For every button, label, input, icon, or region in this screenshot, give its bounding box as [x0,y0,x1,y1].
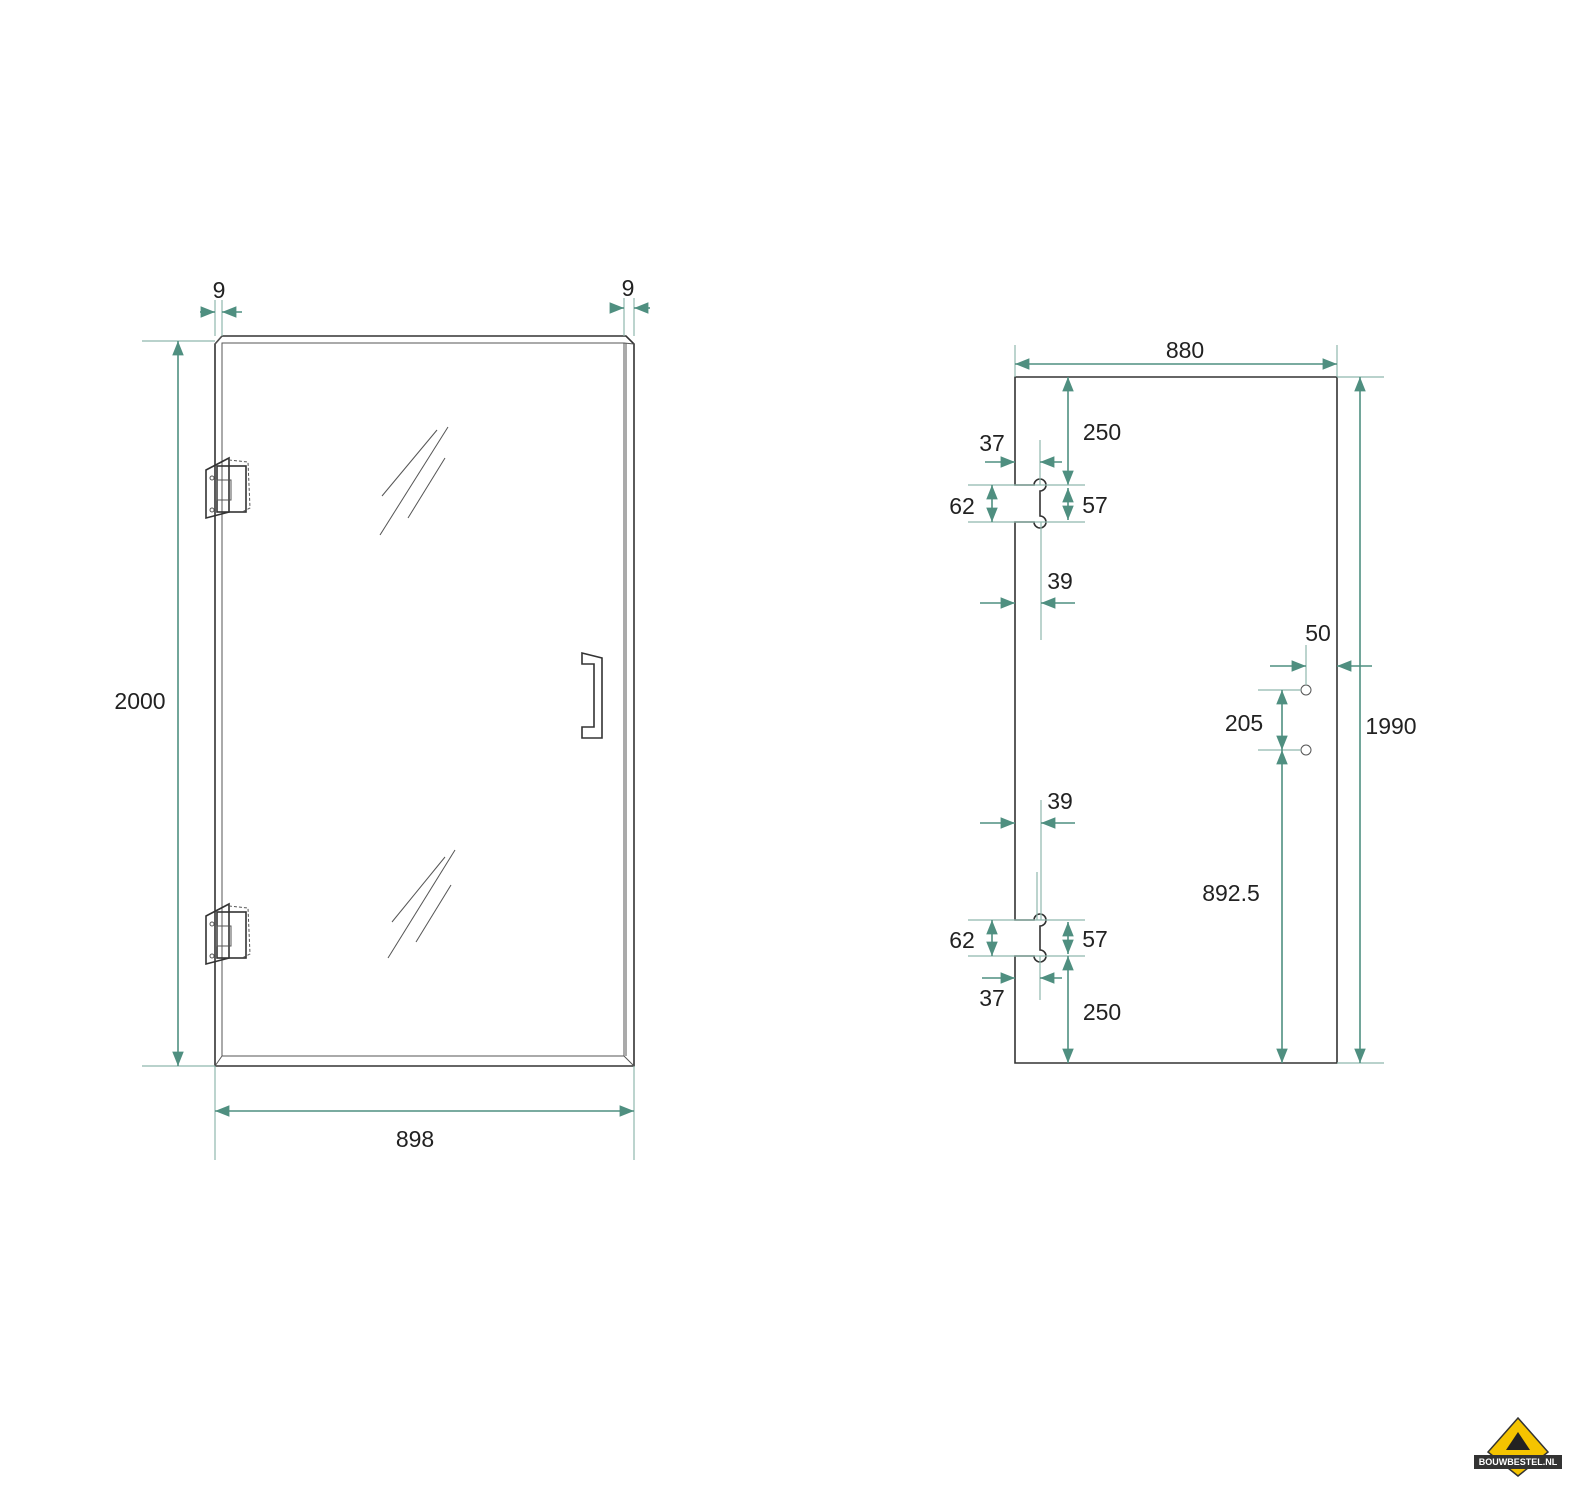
dimension-panel-height: 1990 [1337,376,1417,1064]
dimension-label: 250 [1083,419,1121,445]
dimension-bottom-notch-height: 62 57 [949,919,1108,957]
hinge-bottom-icon [205,902,251,966]
dimension-panel-width: 880 [1014,337,1338,377]
dimension-bottom-notch-depth: 37 [979,956,1062,1011]
handle-hole-bottom [1300,744,1312,756]
handle-hole-top [1300,684,1312,696]
dimension-top-hinge-offset: 250 [1062,377,1121,485]
logo-text: BOUWBESTEL.NL [1479,1457,1558,1467]
dimension-label: 39 [1047,788,1073,814]
dimension-handle-height: 892.5 [1202,750,1288,1063]
dimension-right-edge: 9 [609,275,650,336]
dimension-label: 205 [1225,710,1263,736]
dimension-label: 250 [1083,999,1121,1025]
dimension-bottom-hinge-offset: 250 [1062,956,1121,1063]
dimension-label: 880 [1166,337,1204,363]
dimension-label: 892.5 [1202,880,1260,906]
dimension-top-notch-height: 62 57 [949,484,1108,523]
dimension-label: 62 [949,927,975,953]
glass-panel-outline [1014,376,1338,1064]
dimension-left-edge: 9 [200,277,242,336]
dimension-top-notch-depth: 37 [979,430,1062,485]
dimension-label: 57 [1082,926,1108,952]
dimension-bottom-hole-offset: 39 [980,788,1075,920]
dimension-label: 57 [1082,492,1108,518]
dimension-label: 39 [1047,568,1073,594]
bouwbestel-logo: BOUWBESTEL.NL [1474,1416,1562,1477]
dimension-label: 37 [979,985,1005,1011]
dimension-handle-edge-offset: 50 [1270,620,1372,685]
dimension-label: 9 [622,275,635,301]
dimension-label: 1990 [1365,713,1416,739]
glass-panel-view: 880 1990 250 37 62 57 [949,337,1417,1064]
dimension-door-width: 898 [214,1066,635,1160]
dimension-label: 9 [213,277,226,303]
dimension-handle-hole-spacing: 205 [1225,689,1301,751]
dimension-label: 898 [396,1126,434,1152]
hinge-top-icon [205,456,251,520]
dimension-label: 50 [1305,620,1331,646]
glass-reflection-icon [379,426,456,959]
door-front-view: 9 9 2000 898 [114,275,650,1160]
dimension-top-hole-offset: 39 [980,522,1075,640]
door-handle [581,651,603,739]
dimension-door-height: 2000 [114,340,215,1067]
dimension-label: 2000 [114,688,165,714]
dimension-label: 62 [949,493,975,519]
dimension-label: 37 [979,430,1005,456]
